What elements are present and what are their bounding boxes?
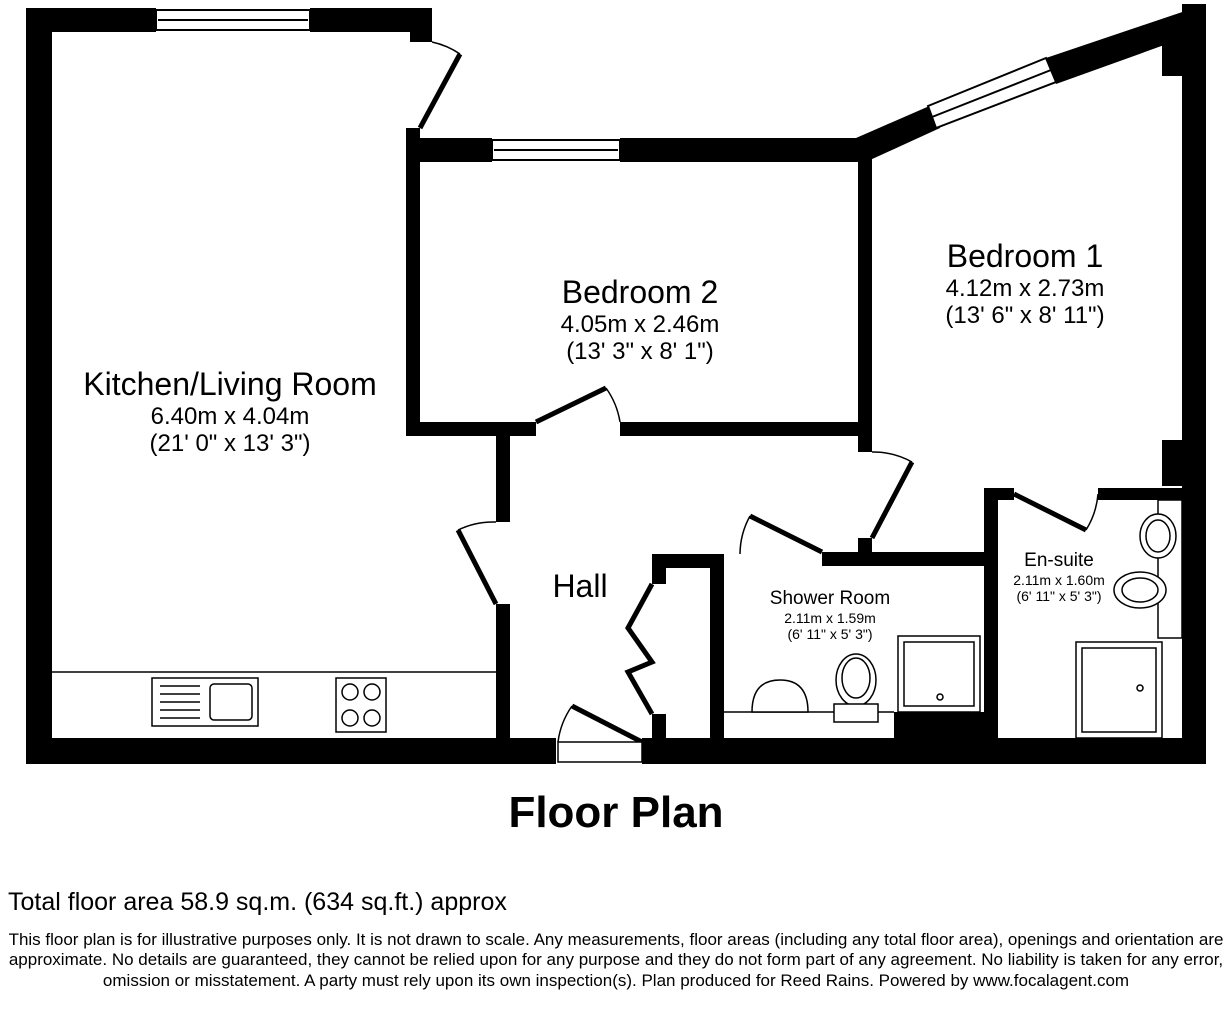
room-metric: 4.12m x 2.73m xyxy=(945,274,1105,302)
room-label-bedroom-1: Bedroom 1 4.12m x 2.73m (13' 6" x 8' 11"… xyxy=(890,238,1160,330)
room-name: Kitchen/Living Room xyxy=(83,366,377,402)
room-metric: 6.40m x 4.04m xyxy=(150,402,310,430)
room-label-hall: Hall xyxy=(520,568,640,605)
doors xyxy=(417,41,1099,763)
floor-plan-drawing xyxy=(26,4,1206,764)
room-name: Hall xyxy=(552,568,608,604)
kitchen-worktop xyxy=(52,671,496,733)
room-label-en-suite: En-suite 2.11m x 1.60m (6' 11" x 5' 3") xyxy=(1000,550,1118,604)
ensuite-fixtures xyxy=(1075,499,1183,739)
outer-walls xyxy=(26,8,1206,764)
bedroom1-right-wall xyxy=(1182,4,1206,444)
room-name: Bedroom 2 xyxy=(561,274,719,310)
room-label-kitchen: Kitchen/Living Room 6.40m x 4.04m (21' 0… xyxy=(40,366,420,458)
room-imperial: (13' 6" x 8' 11") xyxy=(945,302,1105,330)
room-metric: 4.05m x 2.46m xyxy=(560,310,720,338)
interior-walls xyxy=(406,150,1182,742)
room-imperial: (6' 11" x 5' 3") xyxy=(787,625,873,642)
room-imperial: (21' 0" x 13' 3") xyxy=(149,430,311,458)
bedroom1-angled-wall-2 xyxy=(1046,4,1206,84)
room-label-shower-room: Shower Room 2.11m x 1.59m (6' 11" x 5' 3… xyxy=(740,588,920,642)
plan-title: Floor Plan xyxy=(508,788,724,837)
room-name: Bedroom 1 xyxy=(946,238,1104,274)
room-metric: 2.11m x 1.60m xyxy=(1013,571,1105,588)
room-name: Shower Room xyxy=(769,588,891,609)
room-label-bedroom-2: Bedroom 2 4.05m x 2.46m (13' 3" x 8' 1") xyxy=(470,274,810,366)
windows xyxy=(155,9,1058,161)
shower-room-fixtures xyxy=(724,635,981,723)
room-metric: 2.11m x 1.59m xyxy=(784,609,876,626)
total-floor-area: Total floor area 58.9 sq.m. (634 sq.ft.)… xyxy=(8,888,507,916)
bedroom1-angled-wall xyxy=(856,104,940,160)
room-imperial: (6' 11" x 5' 3") xyxy=(1016,587,1102,604)
disclaimer-text: This floor plan is for illustrative purp… xyxy=(8,930,1224,990)
room-name: En-suite xyxy=(1024,550,1094,571)
room-imperial: (13' 3" x 8' 1") xyxy=(566,338,714,366)
